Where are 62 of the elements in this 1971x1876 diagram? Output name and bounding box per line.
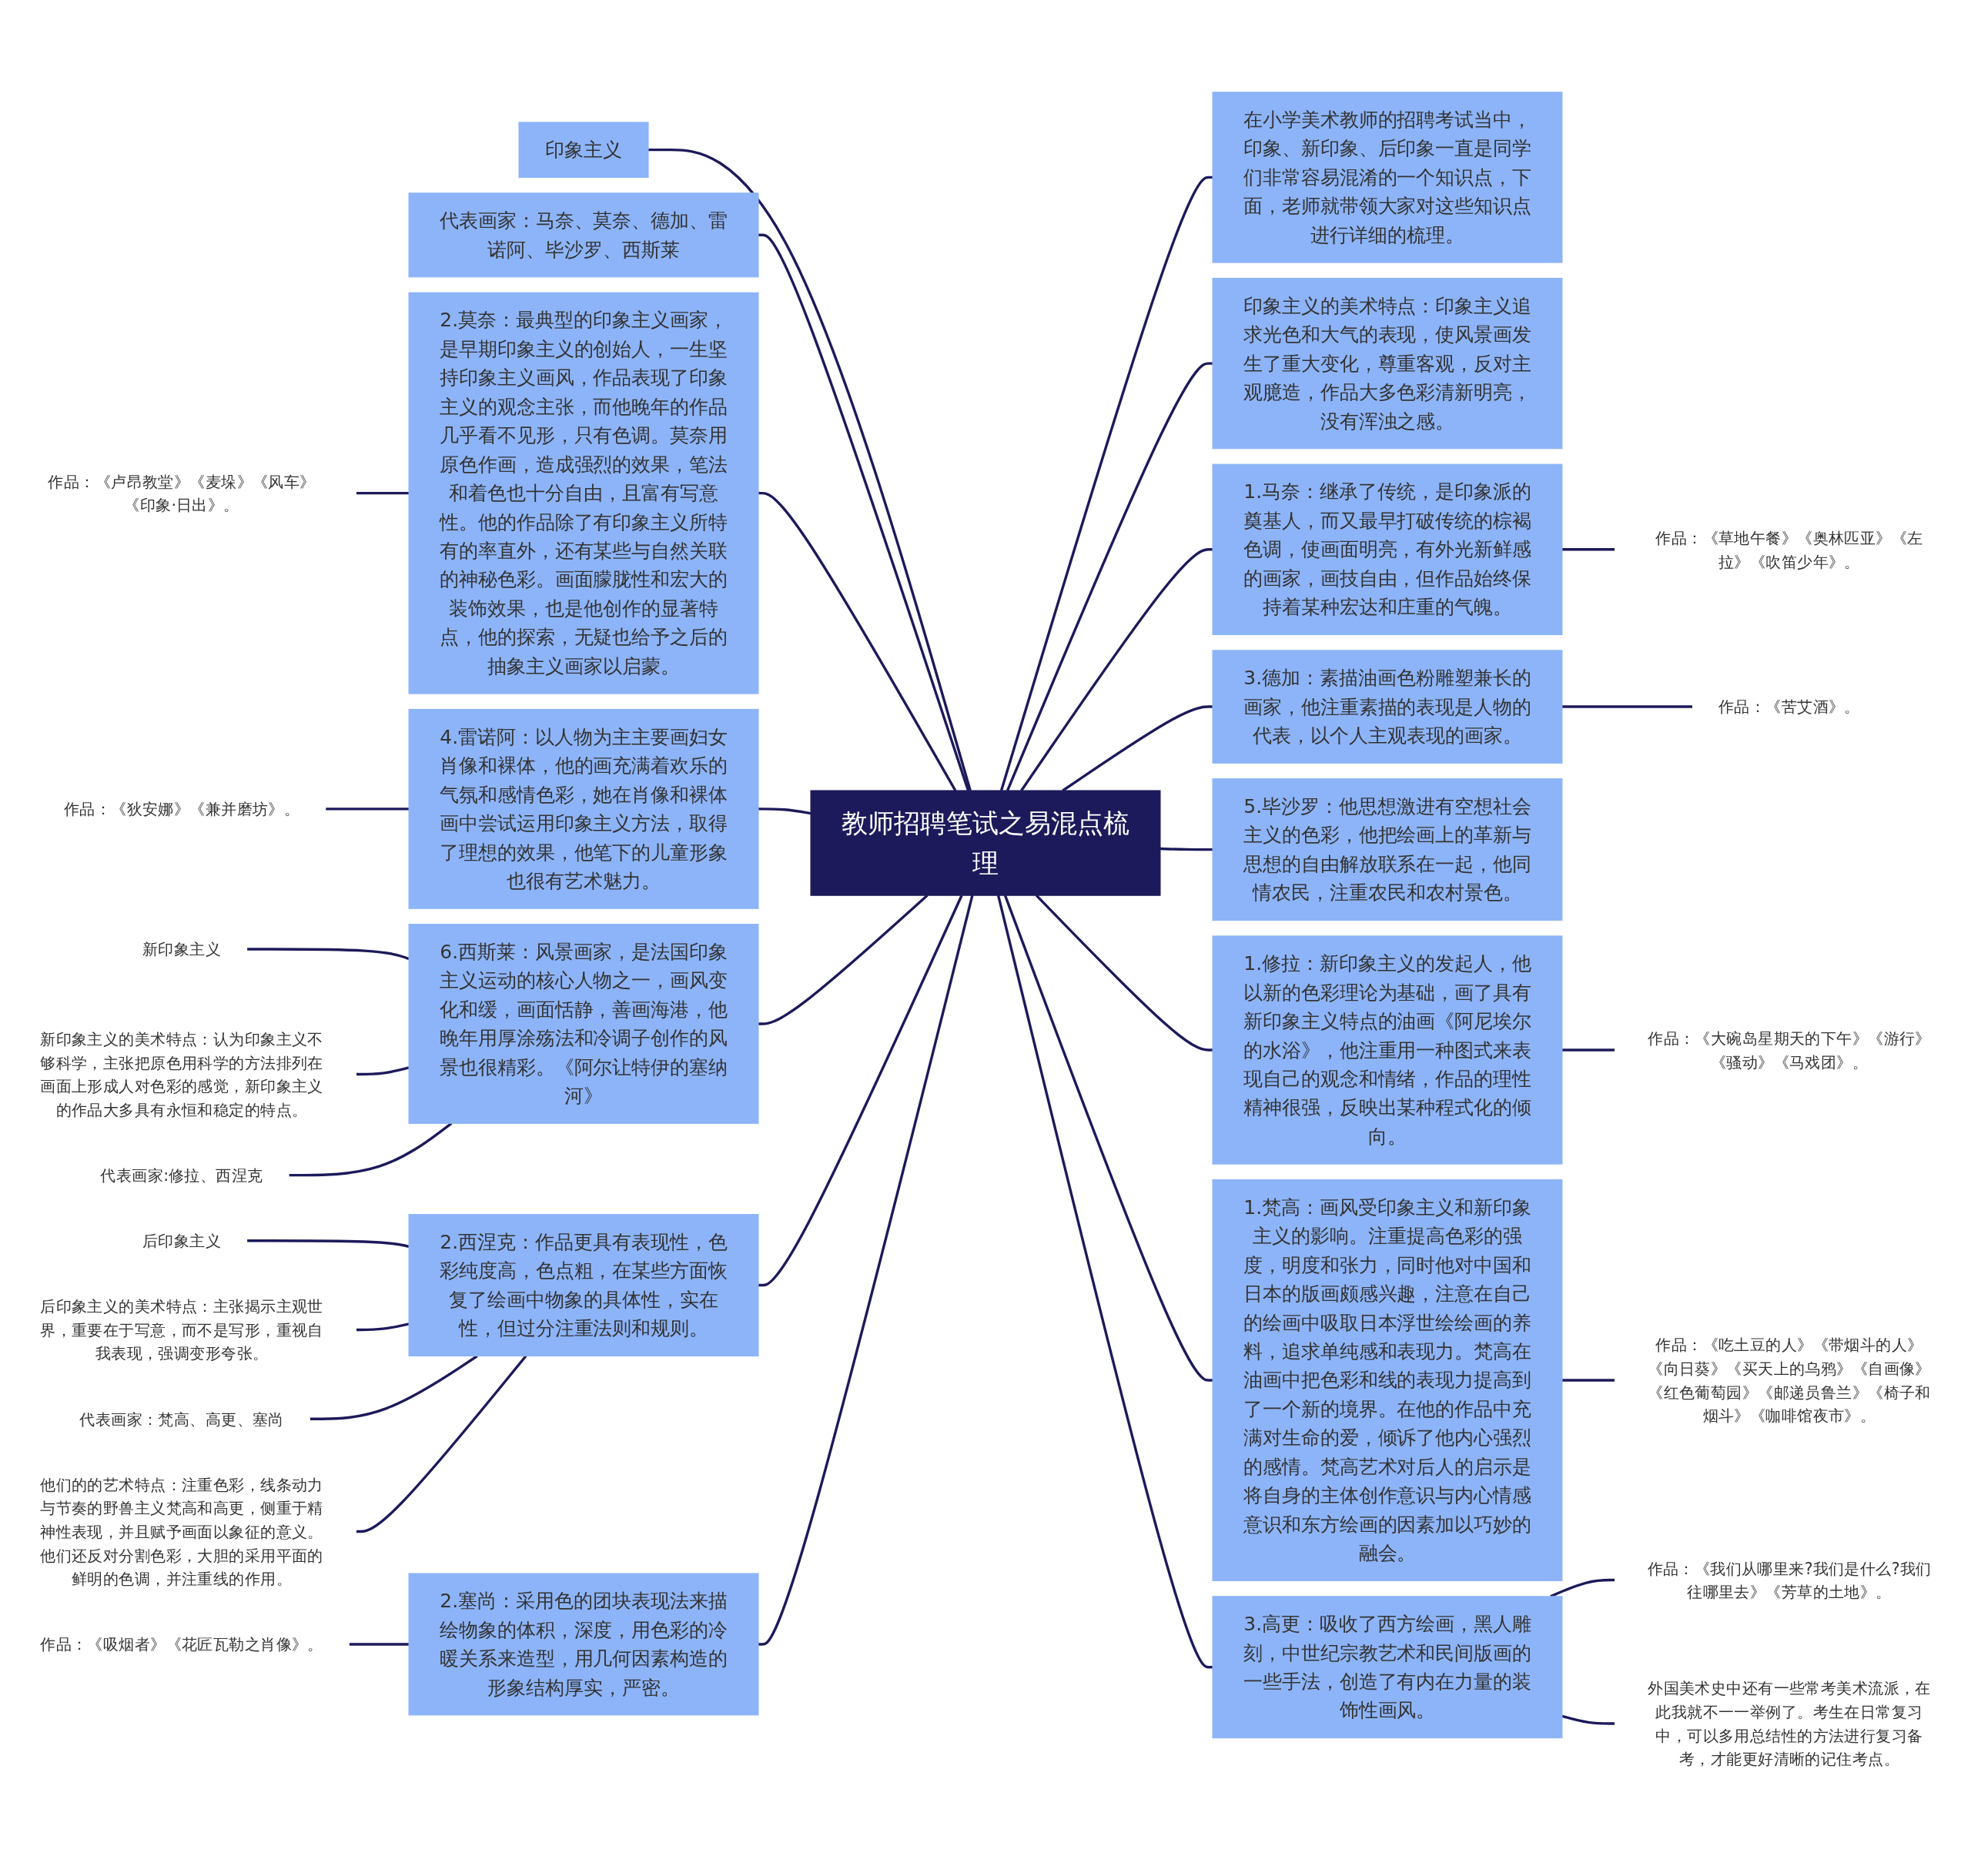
node-box <box>1212 650 1563 764</box>
connector <box>1160 847 1213 851</box>
node-text: 新印象主义的美术特点：认为印象主义不够科学，主张把原色用科学的方法排列在画面上形成人对色彩的感觉，新印象主义的作品大多具有永恒和稳定的特点。 <box>40 1029 323 1119</box>
node-box <box>1212 92 1563 263</box>
connector <box>356 1066 410 1076</box>
connector <box>758 233 970 791</box>
connector <box>356 491 410 495</box>
node-text: 作品：《我们从哪里来?我们是什么?我们往哪里去》《芳草的土地》。 <box>1647 1559 1932 1601</box>
connector <box>999 176 1213 791</box>
connector <box>1561 1379 1615 1382</box>
node-text: 作品：《草地午餐》《奥林匹亚》《左拉》《吹笛少年》。 <box>1655 528 1923 571</box>
node-box <box>518 122 649 178</box>
connector <box>247 948 410 961</box>
node-box <box>408 924 759 1124</box>
node-box <box>408 292 759 694</box>
node-box <box>1212 1179 1563 1581</box>
connector <box>356 1323 410 1332</box>
connector <box>758 895 974 1646</box>
node-text: 后印象主义 <box>142 1231 222 1250</box>
node-text: 作品：《卢昂教堂》《麦垛》《风车》《印象·日出》。 <box>48 472 316 514</box>
node-text: 新印象主义 <box>142 940 222 958</box>
node-text: 代表画家：梵高、高更、塞尚 <box>79 1410 284 1429</box>
connector <box>758 808 811 815</box>
node-box <box>1212 463 1563 636</box>
connector <box>1020 548 1213 791</box>
connector <box>648 148 972 791</box>
connector <box>1006 362 1213 791</box>
connector <box>356 1355 527 1533</box>
connector <box>326 808 410 811</box>
connector <box>1550 1578 1615 1598</box>
node-text: 代表画家:修拉、西涅克 <box>100 1165 263 1185</box>
connector <box>1561 1048 1615 1052</box>
node-text: 后印象主义的美术特点：主张揭示主观世界，重要在于写意，而不是写形，重视自我表现，强调变形夸张。 <box>40 1296 323 1363</box>
node-box <box>408 708 759 909</box>
connector <box>1561 548 1615 551</box>
node-text: 作品：《吸烟者》《花匠瓦勒之肖像》。 <box>40 1635 323 1654</box>
node-box <box>1212 277 1563 450</box>
connector <box>1062 705 1213 792</box>
node-text: 作品：《吃土豆的人》《带烟斗的人》《向日葵》《买天上的乌鸦》《自画像》《红色葡萄园》《邮递员鲁兰》《椅子和烟斗》《咖啡馆夜市》。 <box>1648 1336 1931 1425</box>
connector <box>758 895 963 1287</box>
node-box <box>408 1214 759 1357</box>
connector <box>289 1122 453 1177</box>
connector <box>1035 895 1213 1052</box>
connector <box>758 491 957 791</box>
node-box <box>1212 935 1563 1165</box>
node-text: 作品：《狄安娜》《兼并磨坊》。 <box>63 799 300 818</box>
node-box <box>408 192 759 278</box>
node-text: 作品：《大碗岛星期天的下午》《游行》《骚动》《马戏团》。 <box>1648 1028 1931 1072</box>
node-box <box>1212 1596 1563 1739</box>
node-box <box>810 790 1161 896</box>
node-text: 外国美术史中还有一些常考美术流派，在此我就不一一举例了。考生在日常复习中，可以多用总结性的方法进行复习备考，才能更好清晰的记住考点。 <box>1648 1679 1931 1768</box>
connector <box>310 1355 478 1420</box>
connector <box>1561 705 1692 708</box>
connector <box>1561 1714 1615 1725</box>
connector <box>349 1643 410 1646</box>
node-text: 作品：《苦艾酒》。 <box>1718 697 1860 716</box>
connector <box>996 895 1213 1669</box>
node-box <box>1212 778 1563 921</box>
connector <box>1003 895 1213 1382</box>
connector <box>247 1239 410 1248</box>
node-text: 他们的的艺术特点：注重色彩，线条动力与节奏的野兽主义梵高和高更，侧重于精神性表现，并且赋予画面以象征的意义。他们还反对分割色彩，大胆的采用平面的鲜明的色调，并注重线的作用。 <box>40 1475 323 1588</box>
node-box <box>408 1573 759 1716</box>
